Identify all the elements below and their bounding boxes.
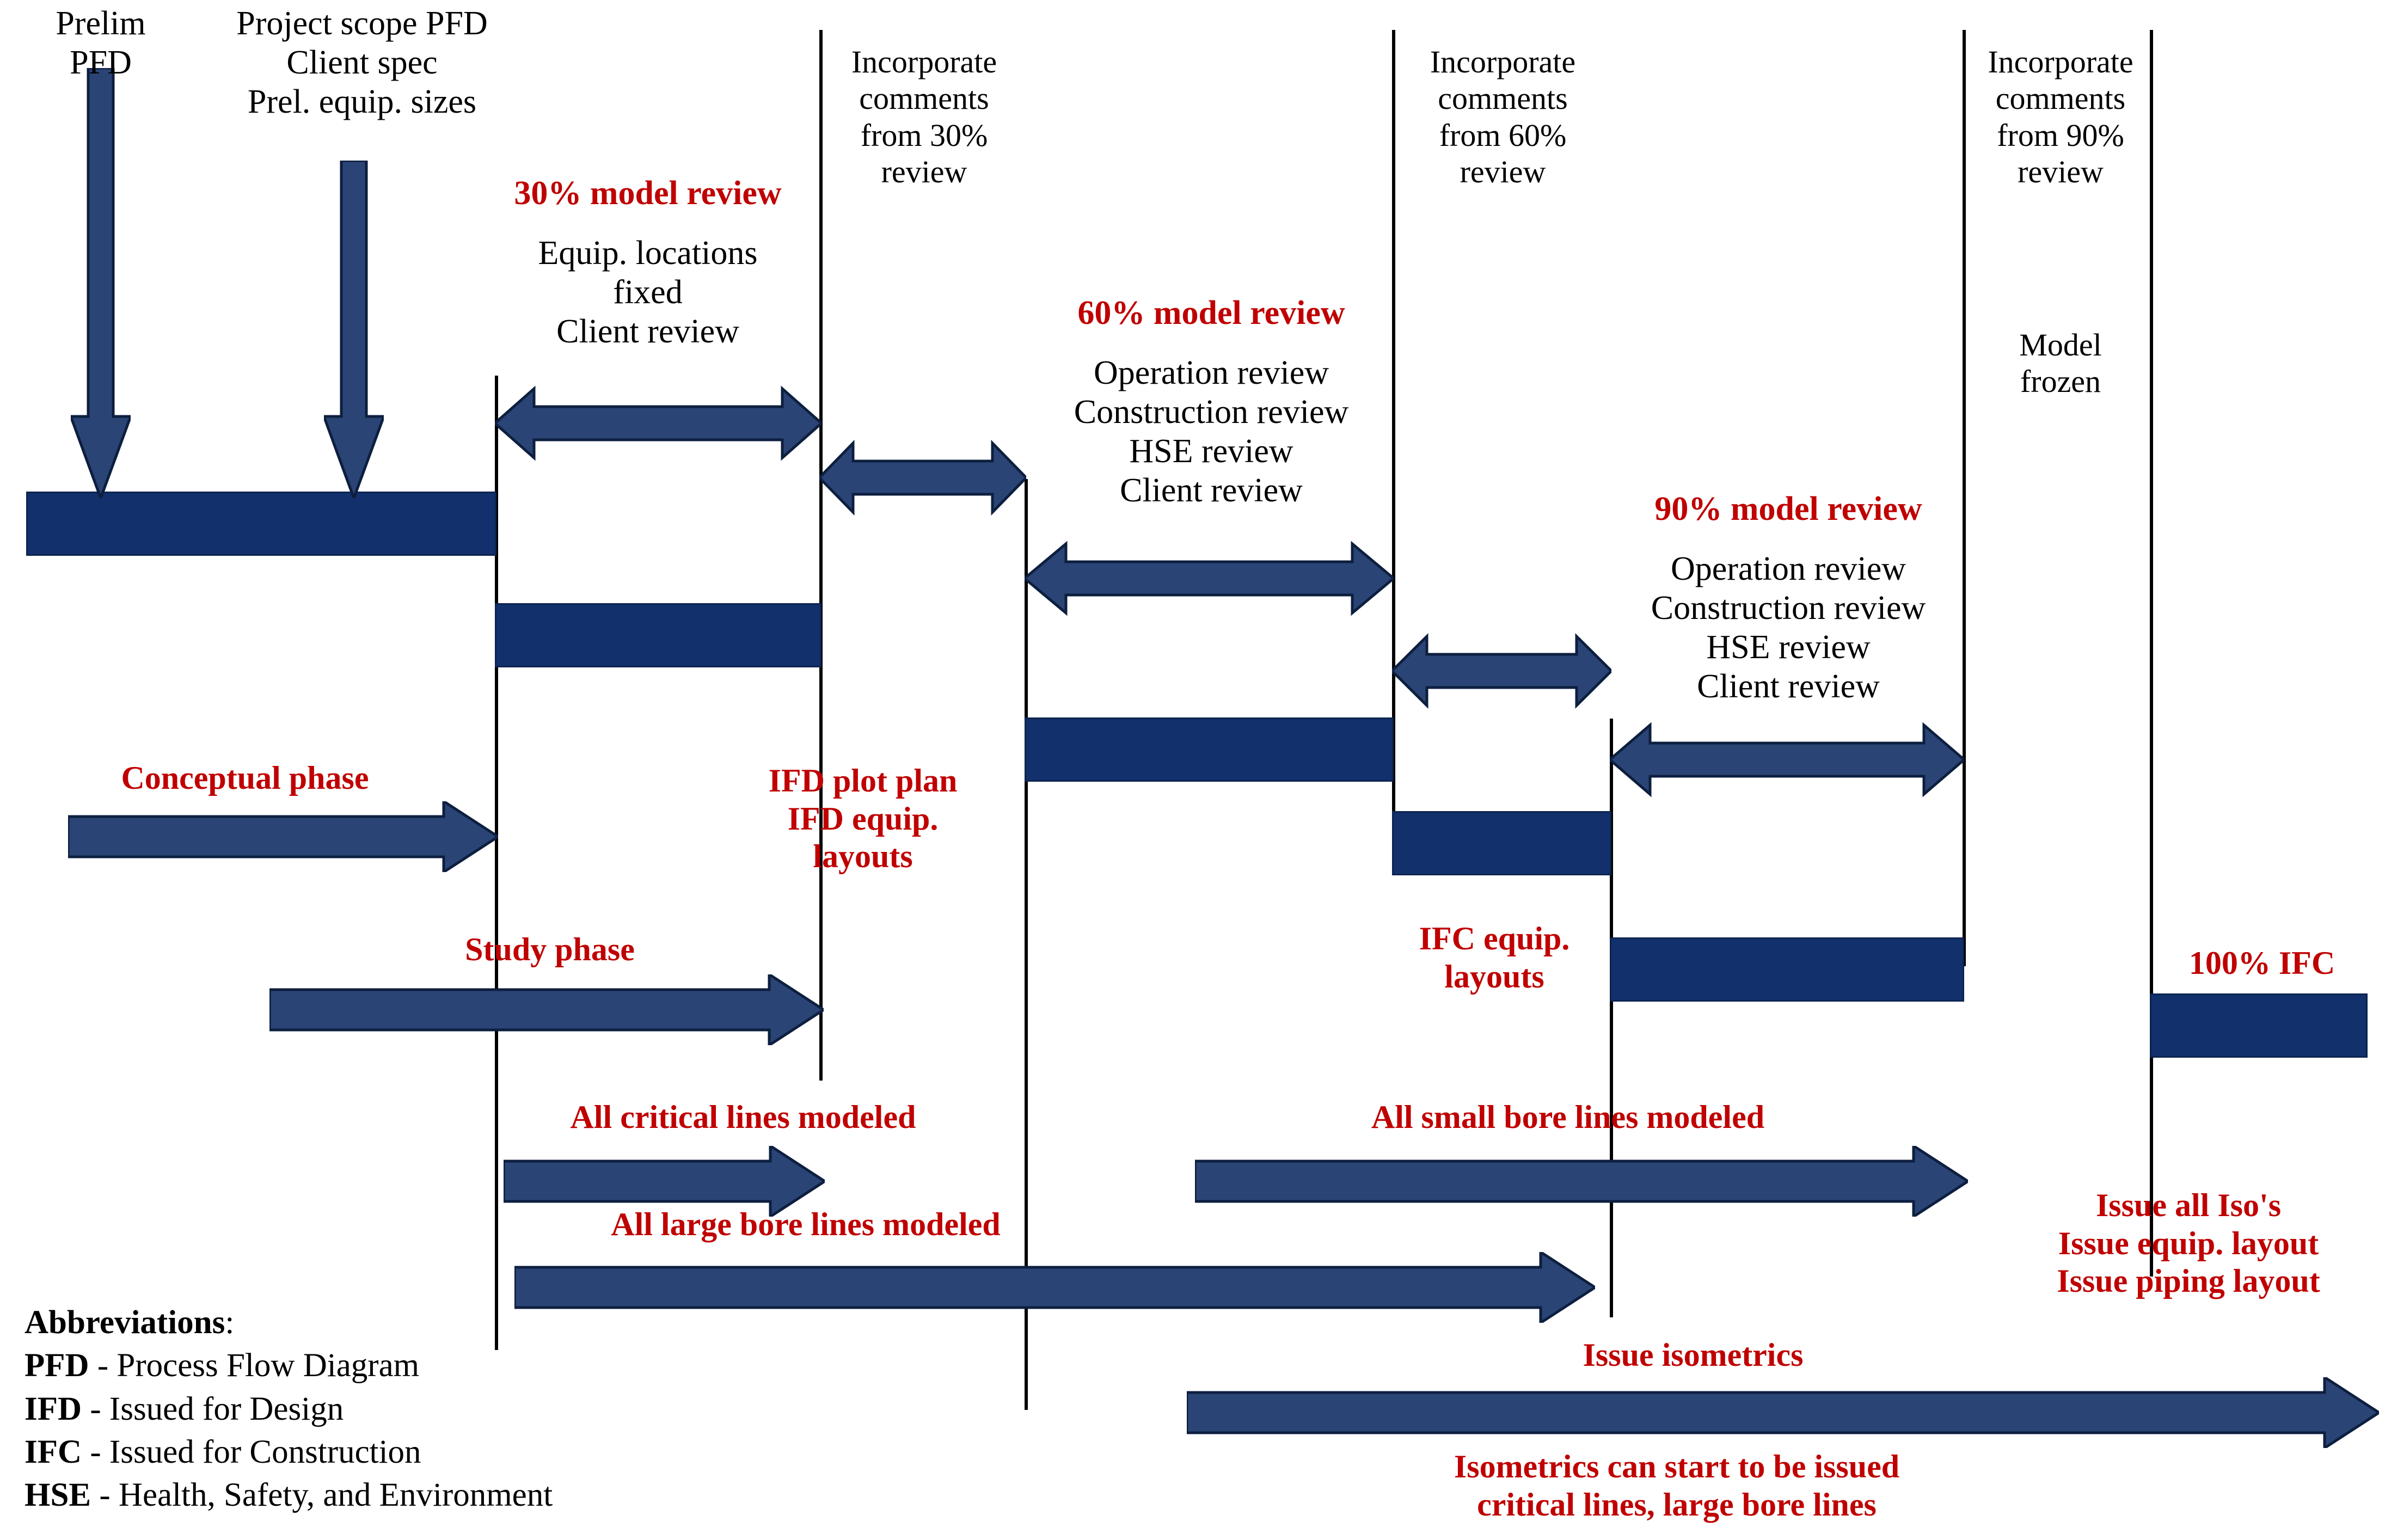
milestone-line-3 xyxy=(1025,479,1028,1410)
phase-arrow-conceptual xyxy=(68,801,498,872)
legend-title-row: Abbreviations: xyxy=(24,1301,732,1344)
phase-arrow-small-bore-lines xyxy=(1195,1146,1968,1217)
progress-bar-stage-6 xyxy=(2150,993,2368,1058)
review-arrow-90pct xyxy=(1610,717,1964,802)
milestone-line-4 xyxy=(1392,30,1395,871)
phase-label-large-bore-lines: All large bore lines modeled xyxy=(611,1206,1001,1242)
legend-sep-ifc: - xyxy=(82,1433,109,1470)
legend-entry-pfd: PFD - Process Flow Diagram xyxy=(24,1344,732,1387)
phase-label-critical-lines: All critical lines modeled xyxy=(570,1099,916,1135)
legend-meaning-ifd: Issued for Design xyxy=(109,1390,344,1427)
input-down-arrow-2 xyxy=(324,161,384,498)
milestone-line-1 xyxy=(495,376,498,1350)
phase-arrow-large-bore-lines xyxy=(514,1252,1595,1323)
legend-abbr-pfd: PFD xyxy=(24,1347,89,1384)
milestone-items-90: Operation review Construction review HSE… xyxy=(1651,550,1926,705)
review-arrow-60pct xyxy=(1025,536,1394,621)
abbreviations-legend: Abbreviations: PFD - Process Flow Diagra… xyxy=(24,1301,732,1517)
phase-label-issue-isometrics: Issue isometrics xyxy=(1583,1337,1804,1373)
incorporate-note-60: Incorporate comments from 60% review xyxy=(1430,44,1576,189)
progress-bar-stage-5 xyxy=(1610,937,1964,1002)
legend-title: Abbreviations xyxy=(24,1304,225,1341)
review-arrow-30pct xyxy=(495,381,821,465)
legend-sep-hse: - xyxy=(91,1477,119,1514)
deliverable-label-issue-docs: Issue all Iso's Issue equip. layout Issu… xyxy=(2057,1187,2320,1299)
model-frozen-note: Model frozen xyxy=(2019,327,2102,400)
milestone-title-90: 90% model review xyxy=(1654,490,1922,527)
milestone-line-2 xyxy=(819,30,823,1081)
legend-entry-ifd: IFD - Issued for Design xyxy=(24,1388,732,1431)
phase-arrow-study xyxy=(269,974,824,1045)
phase-arrow-critical-lines xyxy=(504,1146,825,1217)
input-down-arrow-1 xyxy=(71,68,131,498)
milestone-line-7 xyxy=(2150,30,2153,1277)
legend-entry-hse: HSE - Health, Safety, and Environment xyxy=(24,1474,732,1517)
incorporate-note-30: Incorporate comments from 30% review xyxy=(851,44,997,189)
phase-label-study: Study phase xyxy=(465,931,635,967)
progress-bar-stage-4 xyxy=(1392,811,1611,875)
milestone-items-30: Equip. locations fixed Client review xyxy=(538,235,758,350)
progress-bar-stage-1 xyxy=(26,492,496,556)
legend-meaning-ifc: Issued for Construction xyxy=(109,1433,421,1470)
milestone-items-60: Operation review Construction review HSE… xyxy=(1074,354,1349,509)
phase-label-conceptual: Conceptual phase xyxy=(121,760,369,796)
gap-arrow-30-to-60 xyxy=(819,435,1026,520)
legend-sep-ifd: - xyxy=(82,1390,109,1427)
legend-title-colon: : xyxy=(225,1304,235,1341)
milestone-line-6 xyxy=(1963,30,1966,966)
isometrics-footnote: Isometrics can start to be issued critic… xyxy=(1454,1449,1900,1523)
input-label-project-scope: Project scope PFD Client spec Prel. equi… xyxy=(236,5,488,120)
phase-arrow-issue-isometrics xyxy=(1187,1377,2379,1448)
legend-meaning-pfd: Process Flow Diagram xyxy=(117,1347,420,1384)
deliverable-label-ifd: IFD plot plan IFD equip. layouts xyxy=(768,763,958,875)
milestone-line-5 xyxy=(1610,719,1613,1317)
gap-arrow-60-to-90 xyxy=(1392,629,1611,713)
legend-abbr-hse: HSE xyxy=(24,1477,91,1514)
progress-bar-stage-2 xyxy=(495,603,821,667)
deliverable-label-100-ifc: 100% IFC xyxy=(2188,945,2335,981)
legend-entry-ifc: IFC - Issued for Construction xyxy=(24,1431,732,1474)
deliverable-label-ifc-equip: IFC equip. layouts xyxy=(1419,921,1570,995)
legend-abbr-ifd: IFD xyxy=(24,1390,82,1427)
input-label-prelim-pfd: Prelim PFD xyxy=(56,5,146,81)
incorporate-note-90: Incorporate comments from 90% review xyxy=(1988,44,2133,189)
legend-meaning-hse: Health, Safety, and Environment xyxy=(118,1477,553,1514)
legend-sep-pfd: - xyxy=(89,1347,117,1384)
phase-label-small-bore-lines: All small bore lines modeled xyxy=(1371,1099,1765,1135)
progress-bar-stage-3 xyxy=(1025,717,1394,782)
milestone-title-60: 60% model review xyxy=(1077,294,1345,332)
milestone-title-30: 30% model review xyxy=(514,175,782,212)
legend-abbr-ifc: IFC xyxy=(24,1433,82,1470)
